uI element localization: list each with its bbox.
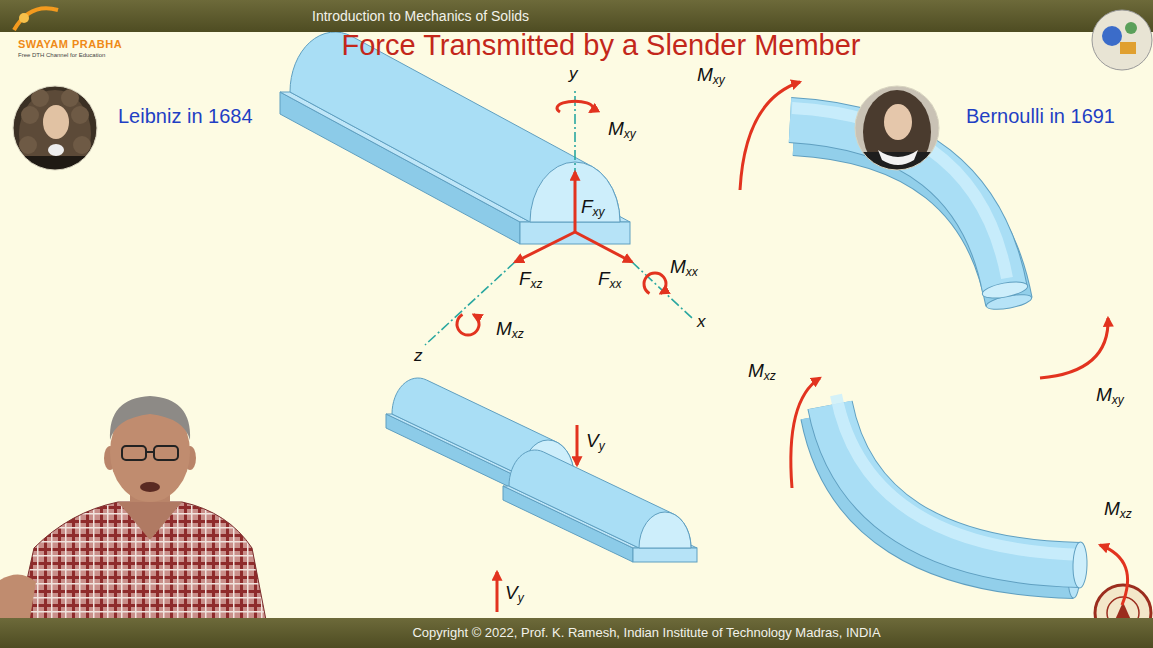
- lecturer-figure: [140, 482, 160, 492]
- portrait: [878, 150, 918, 165]
- portrait: [48, 144, 64, 156]
- lecturer-figure: [18, 502, 266, 620]
- force-system: [425, 88, 692, 345]
- force-arrow: [515, 232, 575, 262]
- portrait: [19, 90, 91, 178]
- moment-label: Mxy: [608, 118, 636, 141]
- base-face: [633, 548, 697, 562]
- lecturer-figure: [118, 502, 182, 540]
- slide-title: Force Transmitted by a Slender Member: [342, 29, 861, 62]
- axis-label: y: [569, 64, 578, 84]
- channel-tagline: Free DTH Channel for Education: [18, 52, 105, 59]
- portrait: [43, 105, 69, 139]
- force-arrow: [574, 172, 577, 232]
- lecturer-figure: [110, 396, 190, 440]
- lecturer-figure: [146, 451, 154, 453]
- channel-name: SWAYAM PRABHA: [18, 38, 122, 51]
- shear-label: Vy: [586, 430, 605, 453]
- portrait: [71, 106, 89, 124]
- portrait: [884, 104, 912, 140]
- slender-member: [280, 32, 630, 244]
- moment-arrow: [1040, 318, 1108, 378]
- portrait: [19, 136, 37, 154]
- portrait-frame: [855, 86, 939, 170]
- moment-arrow: [791, 378, 820, 488]
- portrait-caption: Bernoulli in 1691: [966, 104, 1115, 128]
- moment-arrow: [457, 315, 479, 336]
- axis-line: [574, 88, 576, 232]
- shear-arrow: [496, 572, 499, 612]
- header-text: Introduction to Mechanics of Solids: [0, 0, 1153, 32]
- force-label: Fxx: [598, 268, 622, 291]
- force-label: Fxy: [581, 196, 605, 219]
- lecturer-figure: [154, 446, 178, 460]
- moment-label: Mxz: [496, 318, 524, 341]
- bar-highlight: [836, 395, 1086, 555]
- moment-arrow: [1100, 545, 1128, 605]
- course-logo: [1120, 42, 1136, 54]
- portrait-caption: Leibniz in 1684: [118, 104, 253, 128]
- bar-body: [830, 405, 1080, 565]
- section-face: [639, 512, 691, 548]
- moment-arrow: [557, 101, 593, 112]
- footer-band: Copyright © 2022, Prof. K. Ramesh, India…: [0, 618, 1153, 648]
- lecturer-figure: [0, 574, 36, 618]
- moment-arrow: [740, 82, 800, 190]
- bar-body: [509, 450, 691, 548]
- portrait: [73, 136, 91, 154]
- portrait-frame: [13, 86, 97, 170]
- bent-beam: [791, 378, 1128, 605]
- portrait: [21, 106, 39, 124]
- moment-label: Mxz: [1104, 498, 1132, 521]
- lecturer-figure: [0, 396, 266, 620]
- force-label: Fxz: [519, 268, 543, 291]
- section-face: [1072, 542, 1087, 588]
- moment-arrow: [644, 273, 666, 294]
- footer-text: Copyright © 2022, Prof. K. Ramesh, India…: [0, 618, 1153, 648]
- header-band: Introduction to Mechanics of Solids: [0, 0, 1153, 32]
- moment-label: Mxy: [1096, 384, 1124, 407]
- moment-label: Mxy: [697, 64, 725, 87]
- moment-label: Mxz: [748, 360, 776, 383]
- force-arrow: [575, 232, 632, 262]
- axis-label: z: [414, 346, 423, 366]
- shear-label: Vy: [505, 582, 524, 605]
- moment-label: Mxx: [670, 256, 698, 279]
- axis-label: x: [697, 312, 706, 332]
- bar-body: [830, 405, 1080, 565]
- shear-pair: [386, 378, 697, 612]
- shear-arrow: [576, 425, 579, 465]
- portrait: [13, 86, 97, 178]
- portrait: [855, 86, 939, 174]
- section-face: [981, 279, 1029, 301]
- portrait: [20, 156, 92, 176]
- lecturer-figure: [122, 446, 146, 460]
